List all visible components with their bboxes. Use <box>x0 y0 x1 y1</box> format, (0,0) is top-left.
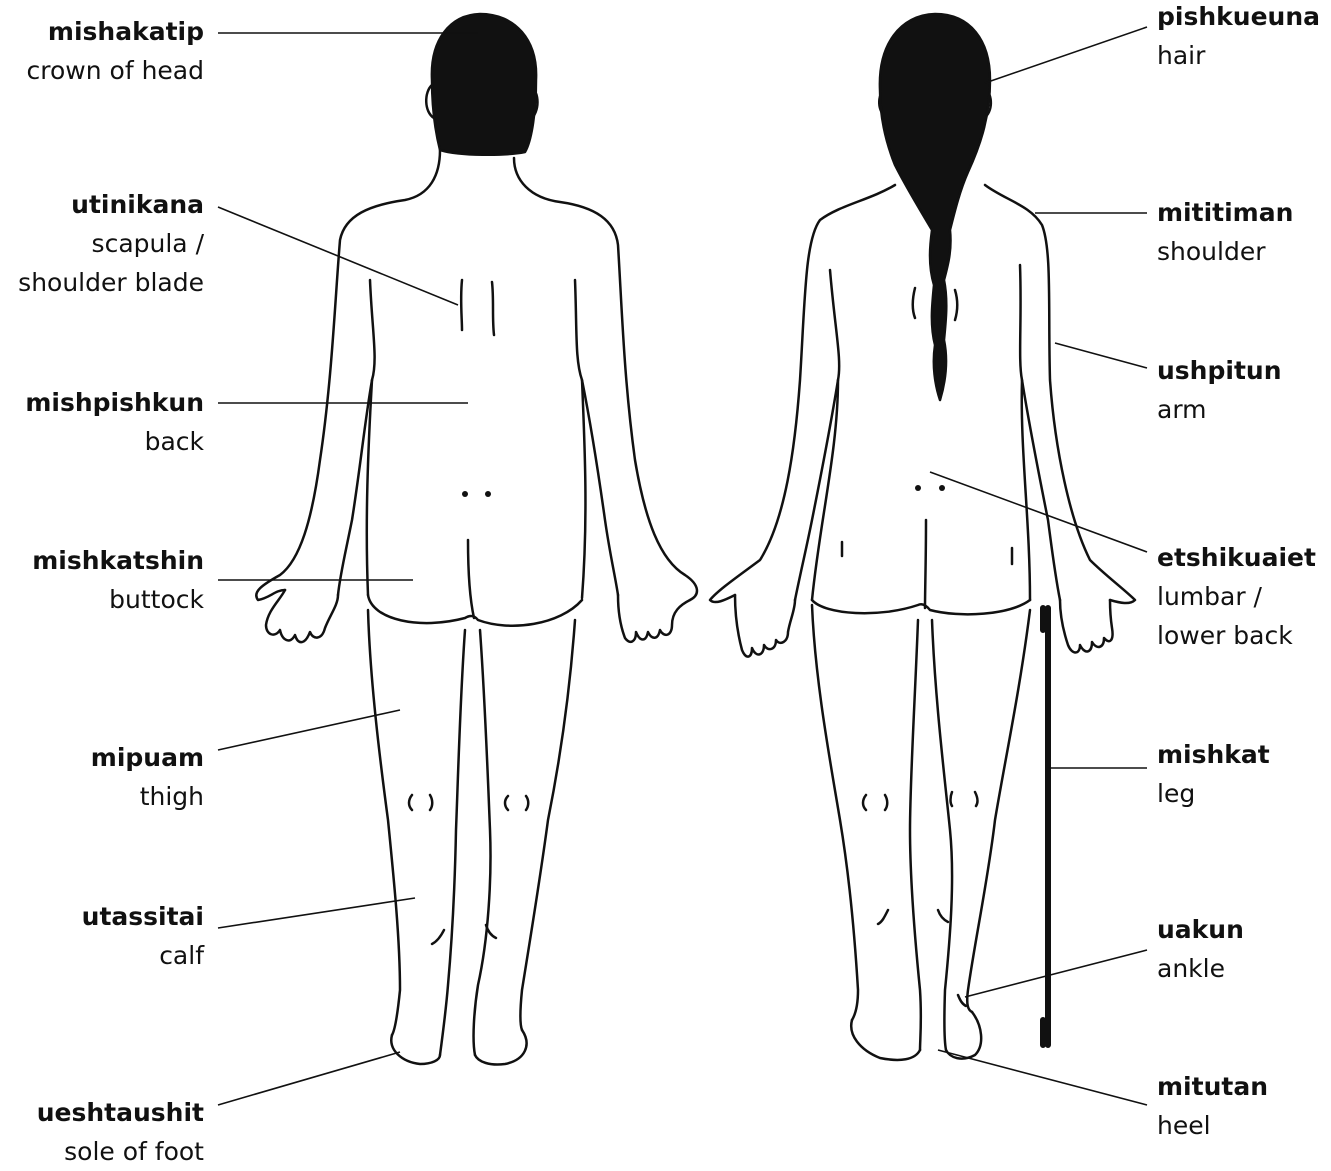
label-back: mishpishkun back <box>25 383 204 461</box>
leader-ankle <box>965 950 1147 997</box>
label-buttock: mishkatshin buttock <box>32 541 204 619</box>
label-term: ushpitun <box>1157 351 1282 390</box>
female-body-outline <box>710 185 1135 603</box>
male-scapula-marks <box>461 280 494 335</box>
label-lumbar: etshikuaiet lumbar /lower back <box>1157 538 1316 655</box>
male-body-outline <box>256 150 697 600</box>
label-gloss: thigh <box>91 777 204 816</box>
male-left-hand <box>266 590 338 642</box>
leader-heel <box>938 1050 1147 1105</box>
female-left-hand <box>735 595 795 657</box>
male-right-hand <box>618 595 690 642</box>
label-gloss: heel <box>1157 1106 1268 1145</box>
label-term: mititiman <box>1157 193 1293 232</box>
label-shoulder: mititiman shoulder <box>1157 193 1293 271</box>
leader-scapula <box>218 207 458 305</box>
label-sole-of-foot: ueshtaushit sole of foot <box>37 1093 204 1171</box>
label-leg: mishkat leg <box>1157 735 1270 813</box>
label-hair: pishkueuna hair <box>1157 0 1320 75</box>
label-gloss: shoulder <box>1157 232 1293 271</box>
label-gloss: crown of head <box>27 51 204 90</box>
female-back-dimples <box>915 485 945 491</box>
label-gloss: lumbar /lower back <box>1157 577 1316 655</box>
male-gluteal-cleft <box>468 540 474 618</box>
male-left-foot <box>391 1035 440 1064</box>
label-crown-of-head: mishakatip crown of head <box>27 12 204 90</box>
label-gloss: scapula /shoulder blade <box>18 224 204 302</box>
male-buttocks <box>368 595 582 626</box>
label-gloss: sole of foot <box>37 1132 204 1171</box>
label-gloss: ankle <box>1157 949 1244 988</box>
label-thigh: mipuam thigh <box>91 738 204 816</box>
leader-hair <box>985 27 1147 83</box>
female-knee-marks <box>863 792 977 810</box>
label-term: utinikana <box>18 185 204 224</box>
female-right-foot <box>946 1012 981 1059</box>
label-gloss: leg <box>1157 774 1270 813</box>
male-right-arm-inner <box>575 280 618 595</box>
male-back-dimples <box>462 491 491 497</box>
label-gloss: buttock <box>32 580 204 619</box>
label-term: pishkueuna <box>1157 0 1320 36</box>
label-gloss: back <box>25 422 204 461</box>
female-left-foot <box>851 1020 920 1060</box>
male-right-foot <box>475 1030 527 1065</box>
label-gloss: arm <box>1157 390 1282 429</box>
label-term: uakun <box>1157 910 1244 949</box>
label-term: utassitai <box>82 897 204 936</box>
male-legs <box>368 610 575 1055</box>
leader-lumbar <box>930 472 1147 552</box>
label-term: mishakatip <box>27 12 204 51</box>
male-torso-sides <box>367 380 586 598</box>
leader-lines <box>218 27 1147 1105</box>
leader-sole <box>218 1052 400 1105</box>
female-hair <box>880 14 990 400</box>
label-term: mipuam <box>91 738 204 777</box>
label-term: ueshtaushit <box>37 1093 204 1132</box>
label-term: mishkatshin <box>32 541 204 580</box>
female-legs <box>812 605 1030 1050</box>
label-heel: mitutan heel <box>1157 1067 1268 1145</box>
label-term: mitutan <box>1157 1067 1268 1106</box>
label-term: mishkat <box>1157 735 1270 774</box>
label-term: etshikuaiet <box>1157 538 1316 577</box>
label-arm: ushpitun arm <box>1157 351 1282 429</box>
female-ankle-marks <box>958 995 966 1006</box>
label-term: mishpishkun <box>25 383 204 422</box>
female-buttocks <box>812 600 1030 614</box>
female-gluteal-cleft <box>925 520 926 608</box>
label-calf: utassitai calf <box>82 897 204 975</box>
female-figure-back <box>710 88 1135 1060</box>
female-torso-sides <box>812 380 1030 600</box>
female-right-hand <box>1060 600 1113 653</box>
label-gloss: hair <box>1157 36 1320 75</box>
leader-calf <box>218 898 415 928</box>
leader-arm <box>1055 343 1147 368</box>
label-gloss: calf <box>82 936 204 975</box>
male-figure-back <box>256 85 697 1065</box>
female-right-arm-inner <box>1020 265 1060 600</box>
leg-bracket <box>1043 608 1048 1045</box>
male-knee-marks <box>409 795 528 810</box>
male-hair <box>432 14 536 155</box>
label-scapula: utinikana scapula /shoulder blade <box>18 185 204 302</box>
label-ankle: uakun ankle <box>1157 910 1244 988</box>
leader-thigh <box>218 710 400 750</box>
